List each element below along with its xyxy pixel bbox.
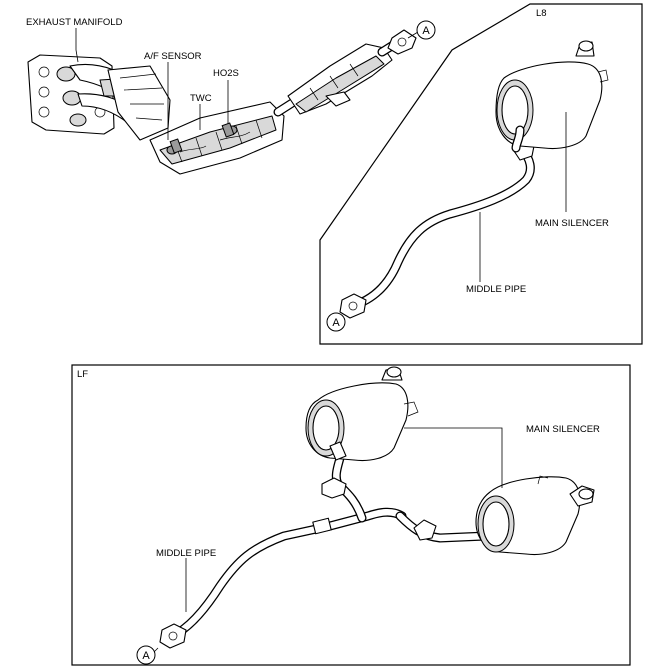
l8-connector-a: A: [326, 312, 346, 332]
exhaust-manifold-label: EXHAUST MANIFOLD: [26, 17, 123, 28]
l8-middle-pipe-label: MIDDLE PIPE: [466, 284, 526, 295]
twc-label: TWC: [190, 93, 212, 104]
exhaust-manifold: [27, 54, 171, 141]
panel-lf-frame: [71, 364, 631, 666]
panel-lf-title: LF: [77, 369, 88, 380]
af-sensor: [169, 138, 183, 154]
panel-l8-title: L8: [536, 8, 547, 19]
panel-l8: L8 MAIN SILENCER MIDDLE PIPE A: [319, 3, 643, 345]
twc-catalytic-converter: [149, 101, 285, 175]
af-sensor-label: A/F SENSOR: [144, 51, 202, 62]
lf-main-silencer-upper: [305, 366, 419, 462]
l8-main-silencer-label: MAIN SILENCER: [535, 218, 609, 229]
connector-a-top: A: [416, 20, 436, 40]
lf-middle-pipe-label: MIDDLE PIPE: [156, 548, 216, 559]
connector-a-top-label: A: [422, 25, 430, 37]
front-pipe-converter: [273, 29, 417, 117]
panel-l8-frame: [319, 3, 643, 345]
ho2s-label: HO2S: [213, 68, 239, 79]
l8-main-silencer: [495, 40, 609, 153]
connector-a-leader-top: [407, 31, 419, 39]
lf-middle-pipe: [159, 453, 503, 649]
lf-main-silencer-label: MAIN SILENCER: [526, 424, 600, 435]
ho2s-sensor: [221, 122, 235, 138]
lf-main-silencer-leader: [404, 427, 503, 488]
l8-connector-a-label: A: [332, 317, 340, 329]
lf-connector-a: A: [136, 645, 156, 665]
exhaust-manifold-leader: [75, 28, 79, 63]
lf-main-silencer-lower: [475, 475, 595, 556]
lf-connector-a-label: A: [142, 650, 150, 662]
panel-lf: LF: [71, 364, 631, 666]
